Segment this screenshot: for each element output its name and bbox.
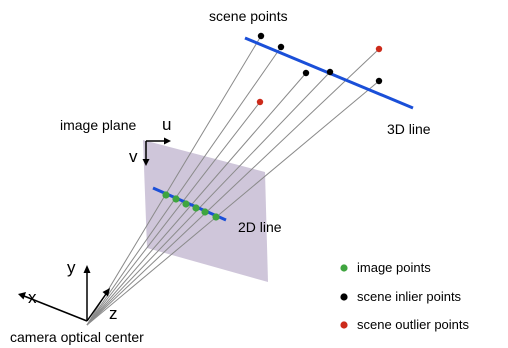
2d-line-label: 2D line <box>238 219 282 235</box>
image-point <box>182 200 190 208</box>
scene-inlier-point <box>375 77 383 85</box>
z-axis-label: z <box>109 304 118 323</box>
projection-ray <box>86 80 380 326</box>
camera-center-label: camera optical center <box>10 329 144 345</box>
legend-label-scene-inlier-points: scene inlier points <box>357 289 462 304</box>
points-group <box>162 32 383 221</box>
legend-marker-image-points <box>340 264 348 272</box>
scene-inlier-point <box>326 68 334 76</box>
legend-marker-scene-outlier-points <box>340 321 348 329</box>
x-axis-label: x <box>28 288 37 307</box>
image-plane-label: image plane <box>60 117 136 133</box>
legend-label-scene-outlier-points: scene outlier points <box>357 317 470 332</box>
projection-rays <box>86 35 380 326</box>
camera-axes <box>18 265 110 322</box>
v-axis-label: v <box>129 147 138 166</box>
3d-line-label: 3D line <box>387 121 431 137</box>
y-axis-label: y <box>67 258 76 277</box>
uv-axes <box>142 137 171 166</box>
legend: image points scene inlier points scene o… <box>340 260 470 332</box>
projection-ray <box>86 46 282 326</box>
u-axis-label: u <box>162 115 171 134</box>
image-point <box>192 204 200 212</box>
projection-ray <box>86 71 331 326</box>
projection-ray <box>86 35 262 326</box>
scene-points-label: scene points <box>209 8 288 24</box>
image-point <box>162 191 170 199</box>
scene-inlier-point <box>302 69 310 77</box>
legend-label-image-points: image points <box>357 260 431 275</box>
projection-ray <box>86 101 261 326</box>
image-point <box>212 213 220 221</box>
scene-inlier-point <box>257 32 265 40</box>
scene-inlier-point <box>277 43 285 51</box>
scene-outlier-point <box>375 45 383 53</box>
scene-outlier-point <box>256 98 264 106</box>
legend-marker-scene-inlier-points <box>340 293 348 301</box>
image-point <box>172 195 180 203</box>
projection-ray <box>86 72 307 326</box>
image-point <box>201 208 209 216</box>
projection-ray <box>86 48 380 326</box>
